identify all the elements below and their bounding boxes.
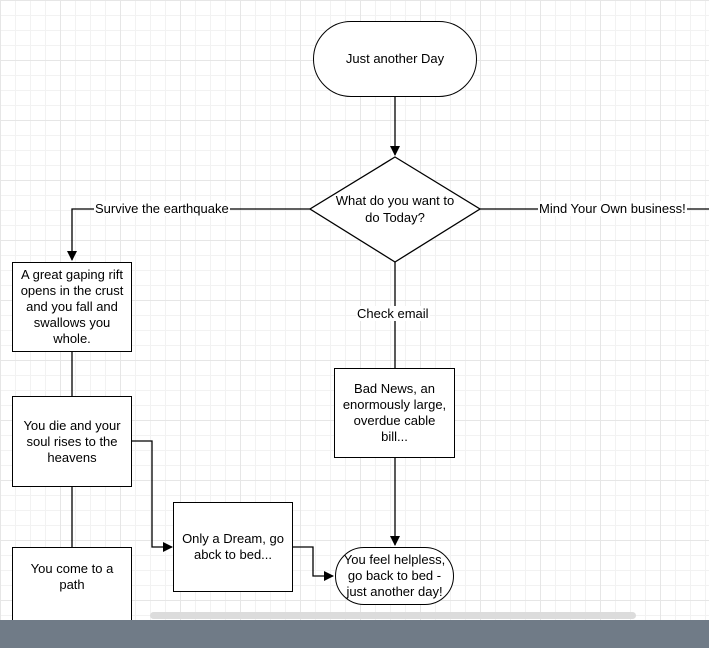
decision-node-text: What do you want to do Today? bbox=[335, 193, 455, 225]
rift-node[interactable]: A great gaping rift opens in the crust a… bbox=[12, 262, 132, 352]
edge-label-left: Survive the earthquake bbox=[94, 201, 230, 216]
decision-diamond bbox=[308, 156, 482, 263]
helpless-node-text: You feel helpless, go back to bed - just… bbox=[343, 552, 446, 599]
die-node-text: You die and your soul rises to the heave… bbox=[23, 417, 121, 465]
helpless-node[interactable]: You feel helpless, go back to bed - just… bbox=[335, 547, 454, 605]
edge-label-down: Check email bbox=[356, 306, 430, 321]
path-node-text: You come to a path bbox=[30, 561, 114, 592]
edge-label-right: Mind Your Own business! bbox=[538, 201, 687, 216]
bill-node[interactable]: Bad News, an enormously large, overdue c… bbox=[334, 368, 455, 458]
rift-node-text: A great gaping rift opens in the crust a… bbox=[20, 267, 124, 346]
decision-node[interactable]: What do you want to do Today? bbox=[328, 184, 462, 234]
connector-decision-rift bbox=[67, 208, 310, 261]
dream-node-text: Only a Dream, go abck to bed... bbox=[182, 531, 284, 562]
die-node[interactable]: You die and your soul rises to the heave… bbox=[12, 396, 132, 487]
dream-node[interactable]: Only a Dream, go abck to bed... bbox=[173, 502, 293, 592]
start-node-text: Just another Day bbox=[345, 51, 445, 66]
bottom-toolbar bbox=[0, 620, 709, 648]
start-node[interactable]: Just another Day bbox=[313, 21, 477, 97]
connector-dream-helpless bbox=[293, 546, 334, 581]
connector-die-dream bbox=[132, 440, 173, 552]
horizontal-scrollbar[interactable] bbox=[150, 612, 636, 619]
bill-node-text: Bad News, an enormously large, overdue c… bbox=[342, 381, 447, 444]
